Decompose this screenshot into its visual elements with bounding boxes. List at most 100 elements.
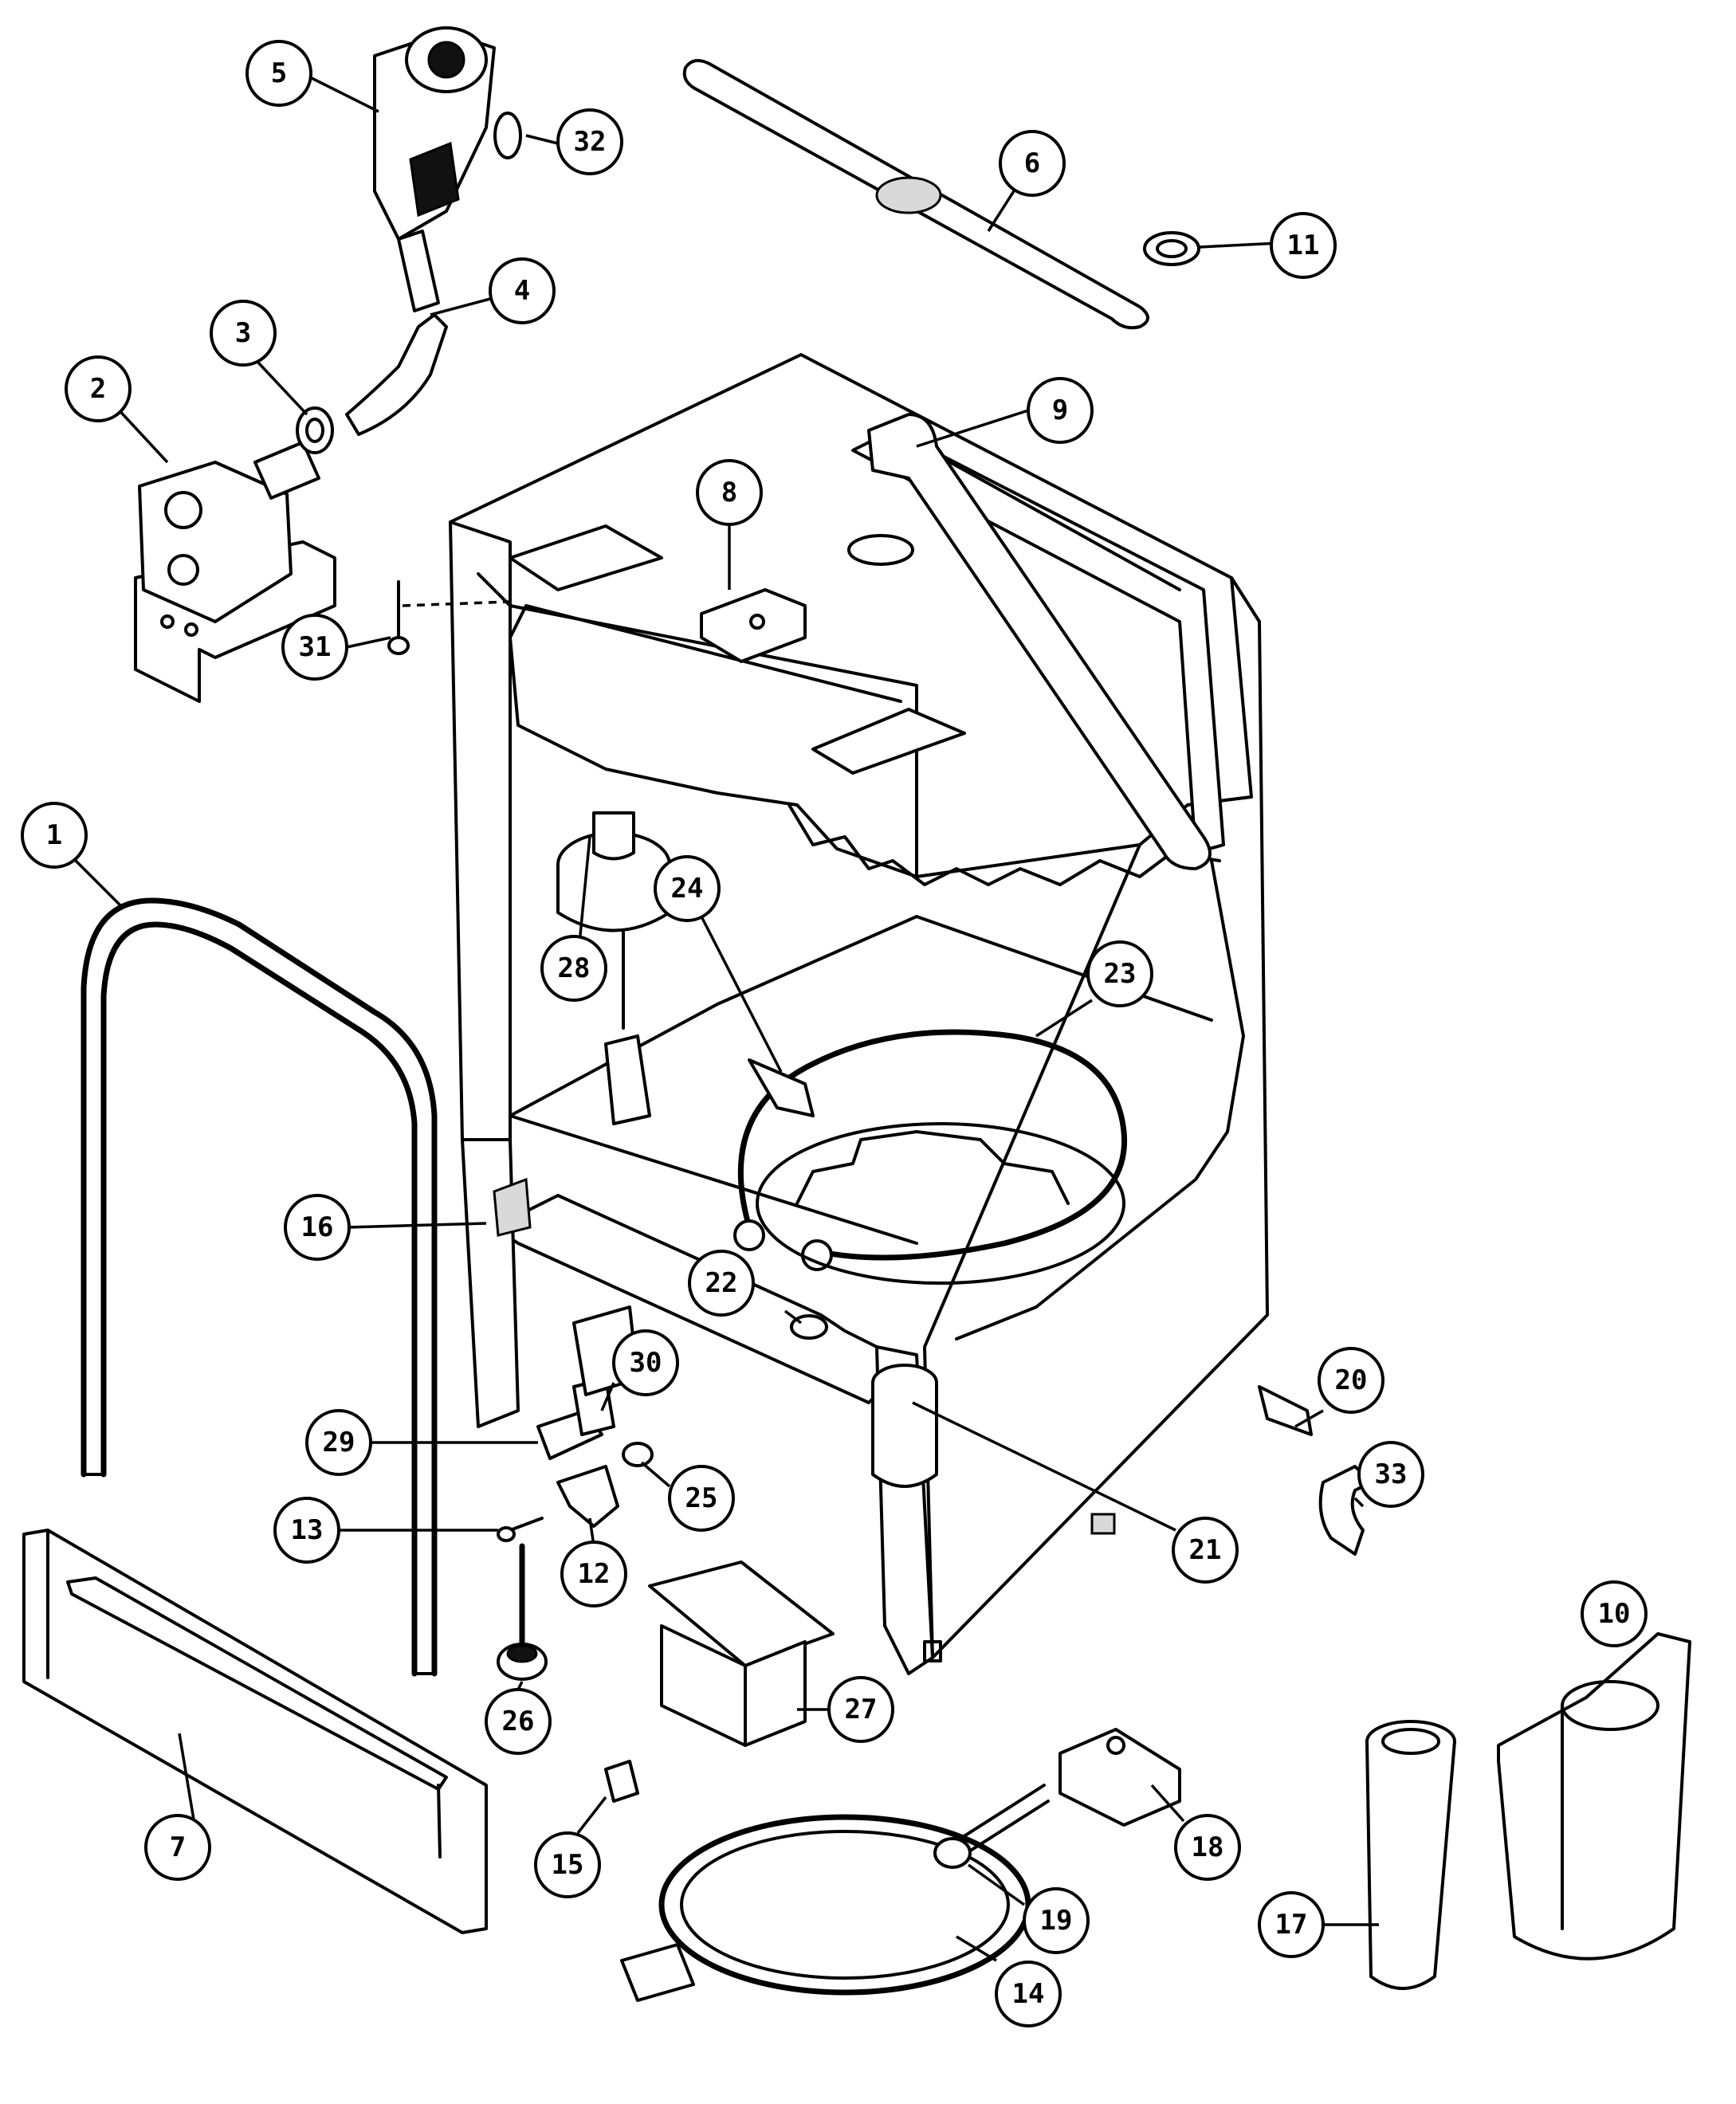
pump-strainer-ring [620,1814,1031,2002]
door-gasket [81,897,438,1677]
callout-21: 21 [1172,1517,1239,1584]
toe-panel [22,1529,488,1934]
callout-label: 30 [630,1347,662,1379]
callout-5: 5 [245,40,312,107]
callout-label: 1 [46,819,62,851]
callout-label: 23 [1104,958,1137,990]
callout-14: 14 [995,1961,1062,2027]
callout-label: 32 [574,126,607,158]
callout-7: 7 [144,1814,211,1881]
callout-label: 15 [552,1849,584,1881]
callout-18: 18 [1174,1814,1241,1881]
callout-25: 25 [668,1465,735,1532]
callout-4: 4 [489,257,556,324]
callout-9: 9 [1027,377,1094,444]
callout-15: 15 [534,1831,601,1898]
callout-32: 32 [556,108,623,175]
callout-label: 29 [323,1427,355,1458]
fill-hose [345,313,448,436]
callout-label: 14 [1012,1978,1045,2010]
callout-label: 2 [90,373,106,405]
callout-label: 8 [721,477,737,508]
screw-guide-line [402,600,511,607]
mounting-tab [1258,1385,1313,1436]
hose-clamp [296,406,334,454]
callout-label: 27 [845,1694,878,1725]
callout-29: 29 [305,1409,372,1476]
drain-hose-clamp [1318,1465,1373,1556]
callout-label: 19 [1040,1905,1073,1937]
callout-28: 28 [540,935,607,1002]
callout-label: 5 [271,57,287,89]
callout-1: 1 [21,802,88,869]
callout-label: 17 [1275,1909,1308,1941]
callout-label: 12 [578,1558,611,1590]
latch-screw [497,1517,544,1542]
callout-label: 33 [1375,1458,1408,1490]
callout-label: 18 [1192,1831,1224,1863]
callout-label: 31 [299,631,332,663]
nut [622,1442,654,1467]
small-clip [604,1760,639,1803]
callout-31: 31 [281,614,348,681]
callout-23: 23 [1086,940,1153,1007]
junction-box [648,1560,835,1747]
callout-label: 20 [1335,1364,1368,1396]
callout-24: 24 [654,855,721,922]
filter-housing [1497,1632,1691,1961]
mounting-screw [387,580,410,655]
callout-label: 11 [1287,230,1320,261]
rack-stop [700,588,807,663]
leader-lines [62,74,1616,1962]
callout-8: 8 [696,459,763,526]
inlet-valve [134,441,336,703]
callout-6: 6 [999,130,1066,197]
callout-17: 17 [1258,1891,1325,1958]
callout-11: 11 [1270,212,1337,279]
callout-2: 2 [65,355,132,422]
callout-13: 13 [273,1497,340,1564]
o-ring-small [493,112,522,159]
spray-tube [847,413,1212,870]
rail-bracket-top [509,524,663,591]
callout-label: 16 [301,1211,334,1243]
callout-19: 19 [1023,1887,1090,1954]
callout-label: 22 [705,1267,738,1299]
callout-label: 28 [558,952,591,984]
sump-well [756,1122,1125,1285]
leveling-leg [497,1543,548,1681]
upper-spray-arm [682,59,1149,330]
dishwasher-tub [449,353,1269,1675]
callout-label: 26 [502,1706,535,1737]
callout-30: 30 [612,1329,679,1396]
callout-label: 7 [170,1831,186,1863]
latch-strike [493,1177,532,1237]
callout-22: 22 [688,1250,755,1317]
callout-label: 9 [1052,394,1068,426]
rail-bracket-mid [811,708,966,775]
callout-10: 10 [1581,1580,1648,1647]
callout-20: 20 [1318,1347,1384,1414]
spray-arm-washer [1143,231,1200,266]
callout-27: 27 [827,1676,894,1743]
callout-label: 24 [671,873,704,905]
callout-26: 26 [485,1688,552,1755]
element-clip [748,1058,815,1117]
callout-label: 3 [235,317,251,349]
filter-cylinder [1365,1720,1456,1990]
pump-bracket [1058,1728,1181,1827]
callout-label: 13 [291,1514,324,1546]
callout-label: 4 [514,275,530,307]
callout-label: 21 [1189,1534,1222,1566]
long-bolt [933,1784,1050,1869]
callout-3: 3 [210,300,277,367]
callout-16: 16 [284,1194,351,1261]
latch [556,1465,619,1528]
callout-label: 6 [1024,147,1040,179]
callout-label: 25 [685,1482,718,1514]
callout-12: 12 [560,1541,627,1607]
callout-33: 33 [1357,1441,1424,1508]
drain-fitting [871,1364,938,1488]
callout-label: 10 [1598,1598,1631,1630]
